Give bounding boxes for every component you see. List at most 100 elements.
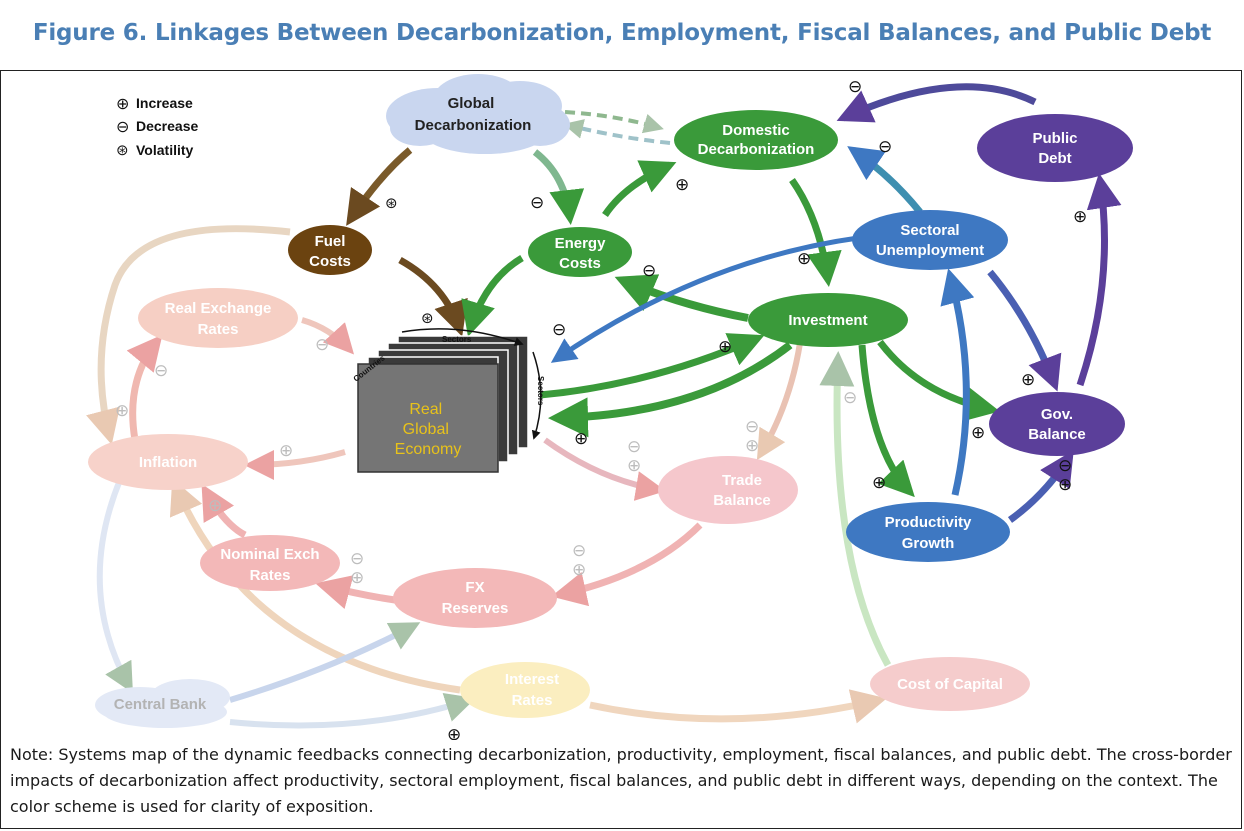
- arrow-sectoral-to-govbalance: [987, 269, 1062, 392]
- decrease-sign: ⊖: [627, 437, 641, 457]
- economy-label: Global: [403, 421, 449, 438]
- arrow-realexch-to-economy: [301, 317, 355, 355]
- legend-decrease-icon: ⊖: [116, 119, 129, 136]
- systems-map-diagram: ⊖ ⊖ ⊕ ⊕ ⊖ ⊖ ⊕ ⊖ ⊕ ⊕ ⊕ ⊕ ⊕ ⊖ ⊕ ⊕ ⊖ ⊖ ⊕ ⊕ …: [86, 74, 1133, 740]
- node-label: Nominal Exch: [220, 546, 319, 563]
- decrease-sign: ⊖: [315, 335, 329, 355]
- node-label: Trade: [722, 472, 762, 489]
- node-label: Balance: [713, 492, 771, 509]
- node-label: Gov.: [1041, 406, 1073, 423]
- arrow-interest-to-costcapital: [589, 689, 887, 724]
- sectors-top-arrow: [401, 328, 524, 346]
- arrow-interest-to-inflation: [169, 478, 461, 694]
- real-global-economy-stack: Real Global Economy Sectors Countries Se…: [352, 328, 545, 473]
- increase-sign: ⊕: [971, 423, 985, 443]
- arrow-publicdebt-to-domestic: [836, 83, 1037, 123]
- decrease-sign: ⊖: [154, 361, 168, 381]
- node-label: Global: [448, 95, 495, 112]
- figure-title: Figure 6. Linkages Between Decarbonizati…: [32, 20, 1212, 46]
- arrow-economy-to-trade: [543, 437, 666, 501]
- arrow-govbalance-to-publicdebt: [1076, 173, 1122, 387]
- arrow-global-to-energy: [532, 149, 585, 225]
- legend-increase-icon: ⊕: [116, 96, 129, 113]
- node-label: Productivity: [885, 514, 972, 531]
- node-investment: Investment: [748, 293, 908, 347]
- decrease-sign: ⊖: [642, 261, 656, 281]
- node-label: Rates: [512, 692, 553, 709]
- arrow-energy-to-domestic: [602, 160, 677, 217]
- legend: ⊕ Increase ⊖ Decrease ⊛ Volatility: [116, 95, 198, 159]
- increase-sign: ⊕: [279, 441, 293, 461]
- arrow-investment-to-productivity: [858, 344, 915, 498]
- arrow-energy-to-economy: [461, 254, 524, 337]
- arrow-fx-to-nominal: [315, 575, 396, 610]
- arrow-global-to-fuel: [346, 147, 413, 226]
- node-label: Costs: [309, 253, 351, 270]
- increase-sign: ⊕: [718, 337, 732, 357]
- legend-decrease-label: Decrease: [136, 118, 198, 134]
- arrow-centralbank-to-fx: [229, 622, 421, 703]
- decrease-sign: ⊖: [745, 417, 759, 437]
- decrease-sign: ⊖: [530, 193, 544, 213]
- arrow-sectoral-to-domestic: [847, 146, 923, 215]
- increase-sign: ⊕: [1058, 475, 1072, 495]
- sign-markers: ⊖ ⊖ ⊕ ⊕ ⊖ ⊖ ⊕ ⊖ ⊕ ⊕ ⊕ ⊕ ⊕ ⊖ ⊕ ⊕ ⊖ ⊖ ⊕ ⊕ …: [115, 77, 1087, 740]
- decrease-sign: ⊖: [843, 388, 857, 408]
- arrow-inflation-to-centralbank: [96, 478, 133, 694]
- arrow-productivity-to-govbalance: [1007, 450, 1074, 523]
- node-label: Growth: [902, 535, 955, 552]
- decrease-sign: ⊖: [552, 320, 566, 340]
- arrow-costcapital-to-investment: [819, 351, 892, 667]
- node-label: Interest: [505, 671, 559, 688]
- increase-sign: ⊕: [1073, 207, 1087, 227]
- node-label: Unemployment: [876, 242, 984, 259]
- arrow-sectoral-to-economy: [550, 235, 859, 363]
- arrow-global-to-domestic: [564, 110, 664, 134]
- arrow-investment-to-economy: [548, 341, 793, 438]
- node-inflation: Inflation: [88, 434, 248, 490]
- increase-sign: ⊕: [627, 456, 641, 476]
- legend-volatility-label: Volatility: [136, 142, 194, 158]
- node-label: Fuel: [315, 233, 346, 250]
- increase-sign: ⊕: [675, 175, 689, 195]
- volatility-icon: ⊛: [385, 194, 398, 212]
- node-central-bank: Central Bank: [95, 679, 230, 728]
- node-label: Cost of Capital: [897, 676, 1003, 693]
- node-cost-of-capital: Cost of Capital: [870, 657, 1030, 711]
- sectors-right-arrow: [531, 351, 542, 440]
- economy-label: Economy: [395, 441, 462, 458]
- legend-volatility-icon: ⊛: [116, 142, 129, 159]
- node-label: Balance: [1028, 426, 1086, 443]
- arrow-economy-to-investment: [539, 333, 765, 399]
- sectors-top-label: Sectors: [442, 335, 472, 344]
- increase-sign: ⊕: [1021, 370, 1035, 390]
- increase-sign: ⊕: [115, 401, 129, 421]
- decrease-sign: ⊖: [1058, 456, 1072, 476]
- node-label: Rates: [250, 567, 291, 584]
- node-label: Decarbonization: [415, 117, 532, 134]
- decrease-sign: ⊖: [350, 549, 364, 569]
- sectors-right-label: Sectors: [536, 376, 545, 406]
- increase-sign: ⊕: [797, 249, 811, 269]
- decrease-sign: ⊖: [878, 137, 892, 157]
- node-gov-balance: Gov. Balance: [989, 392, 1125, 456]
- node-label: Rates: [198, 321, 239, 338]
- increase-sign: ⊕: [745, 436, 759, 456]
- economy-label: Real: [409, 401, 442, 418]
- node-label: Public: [1032, 130, 1077, 147]
- arrow-domestic-to-global: [563, 119, 671, 145]
- node-label: Domestic: [722, 122, 790, 139]
- arrow-investment-to-trade: [756, 342, 803, 461]
